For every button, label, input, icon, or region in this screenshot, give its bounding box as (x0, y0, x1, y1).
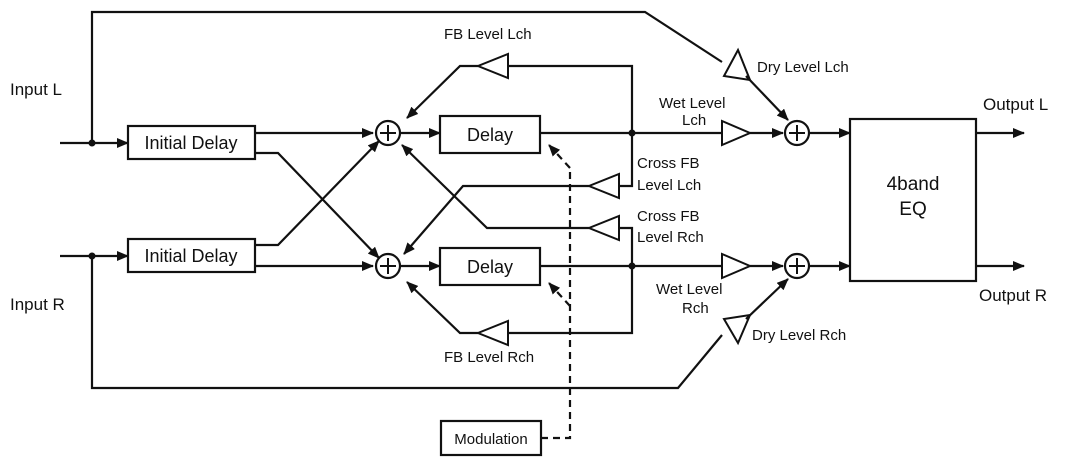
delay-r-label: Delay (467, 257, 513, 277)
delay-l-output-path (403, 64, 722, 255)
initial-delay-r-label: Initial Delay (144, 246, 237, 266)
output-sum-node-r (783, 252, 811, 280)
fb-level-rch-label: FB Level Rch (444, 349, 534, 366)
initial-delay-to-summers (255, 128, 380, 271)
wet-level-rch-label-line2: Rch (682, 300, 709, 317)
input-l-signal-path (60, 10, 723, 148)
fb-level-lch-label: FB Level Lch (444, 26, 532, 43)
initial-delay-l-label: Initial Delay (144, 133, 237, 153)
dry-level-rch-amp (722, 313, 752, 346)
wet-level-rch-amp (721, 252, 753, 280)
cross-fb-level-lch-label-line2: Level Lch (637, 177, 701, 194)
output-l-label: Output L (983, 95, 1048, 114)
eq-label-line2: EQ (899, 199, 926, 220)
input-r-label: Input R (10, 295, 65, 314)
cross-fb-level-rch-label-line1: Cross FB (637, 208, 700, 225)
initial-delay-r-box (126, 237, 257, 274)
sum-node-r (374, 252, 402, 280)
fb-level-lch-amp (475, 52, 509, 80)
eq-label-line1: 4band (887, 174, 940, 195)
output-sum-node-l (783, 119, 811, 147)
delay-l-box (438, 114, 542, 155)
wet-level-lch-label-line2: Lch (682, 112, 706, 129)
modulation-label: Modulation (454, 431, 527, 448)
cross-fb-level-lch-amp (586, 172, 620, 200)
wet-level-lch-amp (721, 119, 753, 147)
input-r-signal-path (60, 251, 723, 390)
delay-l-label: Delay (467, 125, 513, 145)
cross-fb-level-lch-label-line1: Cross FB (637, 155, 700, 172)
dry-level-lch-amp (722, 47, 752, 82)
initial-delay-l-box (126, 124, 257, 161)
wet-level-lch-label-line1: Wet Level (659, 95, 725, 112)
dry-level-rch-label: Dry Level Rch (752, 327, 846, 344)
modulation-control-path (541, 144, 572, 440)
modulation-box (439, 419, 543, 457)
input-l-label: Input L (10, 80, 62, 99)
fb-level-rch-amp (475, 319, 509, 347)
delay-r-output-path (401, 144, 722, 335)
cross-fb-level-rch-amp (586, 214, 620, 242)
dry-level-lch-label: Dry Level Lch (757, 59, 849, 76)
output-r-label: Output R (979, 286, 1047, 305)
cross-fb-level-rch-label-line2: Level Rch (637, 229, 704, 246)
sum-node-l (374, 119, 402, 147)
eq-box (848, 117, 978, 283)
wet-level-rch-label-line1: Wet Level (656, 281, 722, 298)
